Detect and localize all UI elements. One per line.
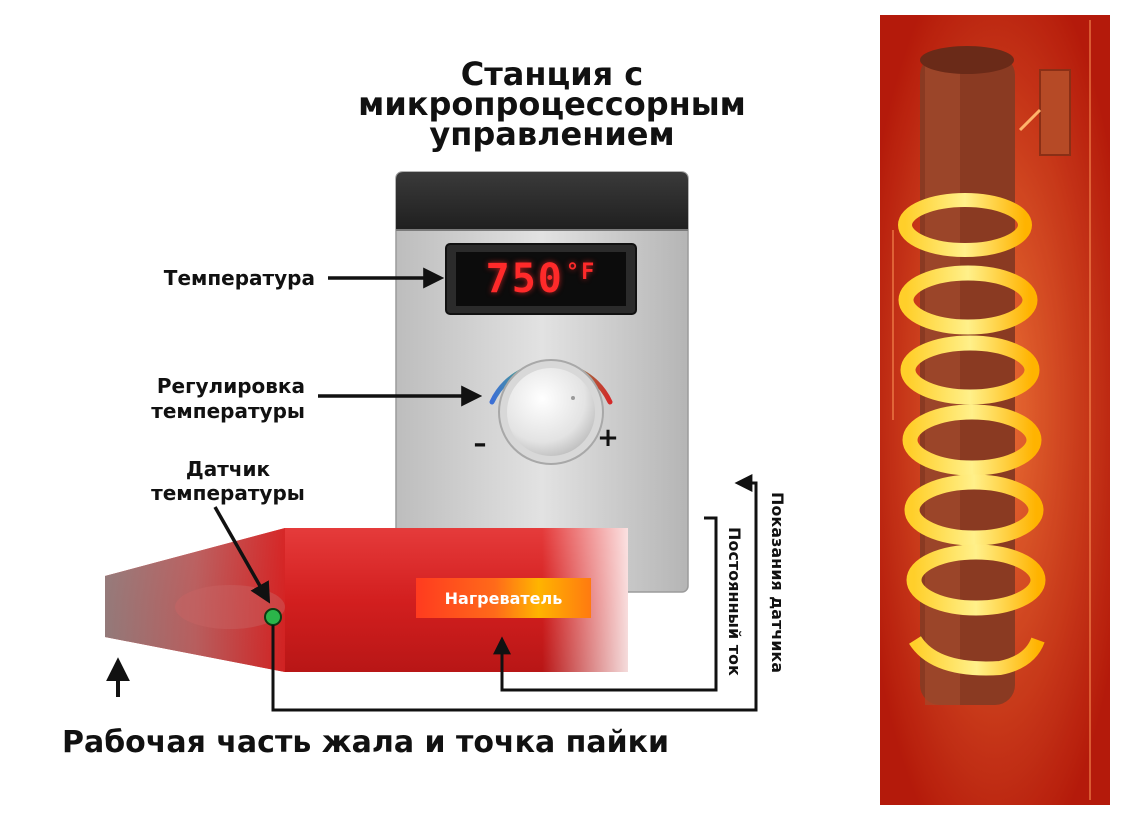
arrow-to-sensor — [213, 506, 271, 604]
title-line-2: микропроцессорным — [358, 85, 746, 123]
sensor-dot — [264, 608, 282, 626]
heater-label-box: Нагреватель — [416, 578, 591, 618]
label-temp-control-1: Регулировка — [157, 374, 305, 398]
label-temperature: Температура — [164, 266, 315, 290]
display-value: 750 — [485, 256, 564, 302]
heater-label: Нагреватель — [444, 588, 563, 608]
label-sensor-2: температуры — [151, 481, 305, 505]
label-temp-control-2: температуры — [151, 399, 305, 423]
temperature-knob[interactable] — [498, 359, 604, 465]
title-line-1: Станция с — [461, 55, 644, 93]
knob-plus-label: + — [597, 423, 619, 453]
temperature-display — [445, 243, 637, 315]
title-line-3: управлением — [429, 115, 674, 153]
display-unit: °F — [565, 260, 597, 285]
dc-current-line — [493, 516, 718, 692]
heater-coil-photo — [880, 15, 1110, 805]
label-dc-current: Постоянный ток — [725, 527, 744, 676]
label-tip: Рабочая часть жала и точка пайки — [62, 725, 669, 760]
knob-minus-label: – — [474, 429, 487, 459]
sensor-reading-line — [271, 474, 758, 712]
temperature-display-value: 750 °F — [456, 252, 626, 306]
label-sensor-1: Датчик — [186, 457, 271, 481]
label-sensor-reading: Показания датчика — [768, 492, 787, 673]
